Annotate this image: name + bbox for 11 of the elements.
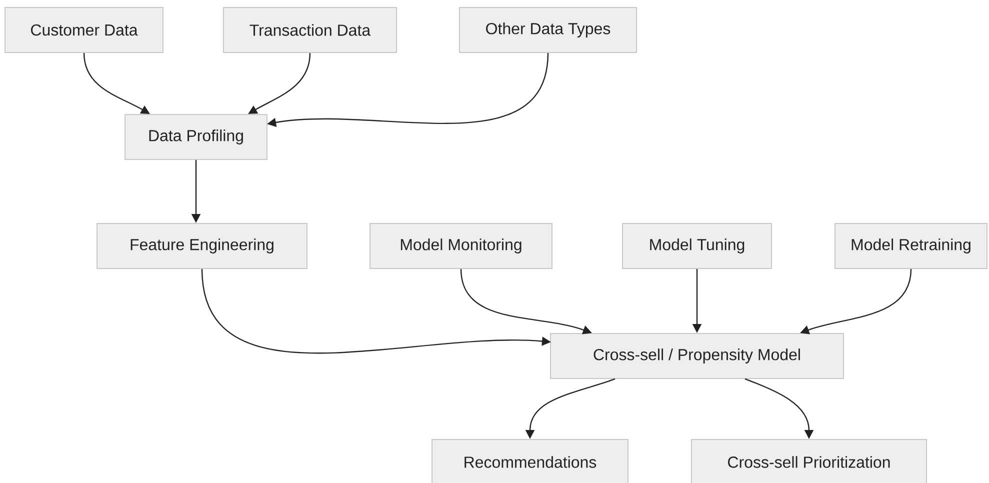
process-box: Model Retraining [834,223,988,269]
process-box: Customer Data [4,7,164,53]
process-box: Data Profiling [124,114,268,160]
process-box: Transaction Data [223,7,397,53]
process-box: Other Data Types [459,7,637,53]
process-box: Cross-sell / Propensity Model [550,333,844,379]
process-box: Recommendations [432,439,628,483]
process-box: Cross-sell Prioritization [691,439,927,483]
process-box: Model Tuning [622,223,772,269]
process-box: Feature Engineering [96,223,308,269]
process-box: Model Monitoring [370,223,552,269]
